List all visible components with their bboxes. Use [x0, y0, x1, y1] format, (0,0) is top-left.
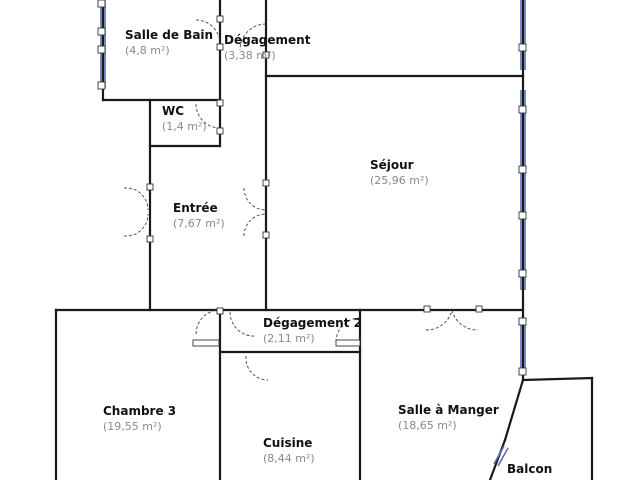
room-area: (25,96 m²)	[370, 174, 429, 187]
room-degagement-2: Dégagement 2 (2,11 m²)	[263, 316, 362, 345]
room-name: WC	[162, 104, 185, 118]
room-area: (8,44 m²)	[263, 452, 315, 465]
room-name: Dégagement	[224, 33, 311, 47]
room-sejour: Séjour (25,96 m²)	[370, 158, 429, 187]
room-area: (3,38 m²)	[224, 49, 276, 62]
room-entree: Entrée (7,67 m²)	[173, 201, 225, 230]
room-cuisine: Cuisine (8,44 m²)	[263, 436, 315, 465]
room-name: Chambre 3	[103, 404, 177, 418]
room-name: Dégagement 2	[263, 316, 362, 330]
room-area: (1,4 m²)	[162, 120, 207, 133]
door-posts	[97, 0, 527, 376]
room-salle-de-bain: Salle de Bain (4,8 m²)	[125, 28, 213, 57]
room-name: Salle de Bain	[125, 28, 214, 42]
room-degagement: Dégagement (3,38 m²)	[224, 33, 310, 62]
room-name: Cuisine	[263, 436, 313, 450]
room-wc: WC (1,4 m²)	[162, 104, 207, 133]
room-salle-a-manger: Salle à Manger (18,65 m²)	[398, 403, 499, 432]
room-area: (4,8 m²)	[125, 44, 170, 57]
room-area: (19,55 m²)	[103, 420, 162, 433]
windows	[100, 0, 526, 467]
door-swings	[123, 19, 479, 381]
room-area: (2,11 m²)	[263, 332, 315, 345]
room-name: Salle à Manger	[398, 403, 499, 417]
room-balcon: Balcon	[507, 462, 552, 476]
room-name: Entrée	[173, 201, 218, 215]
room-area: (7,67 m²)	[173, 217, 225, 230]
room-chambre-3: Chambre 3 (19,55 m²)	[103, 404, 176, 433]
room-name: Balcon	[507, 462, 553, 476]
room-name: Séjour	[370, 158, 414, 172]
room-area: (18,65 m²)	[398, 419, 457, 432]
